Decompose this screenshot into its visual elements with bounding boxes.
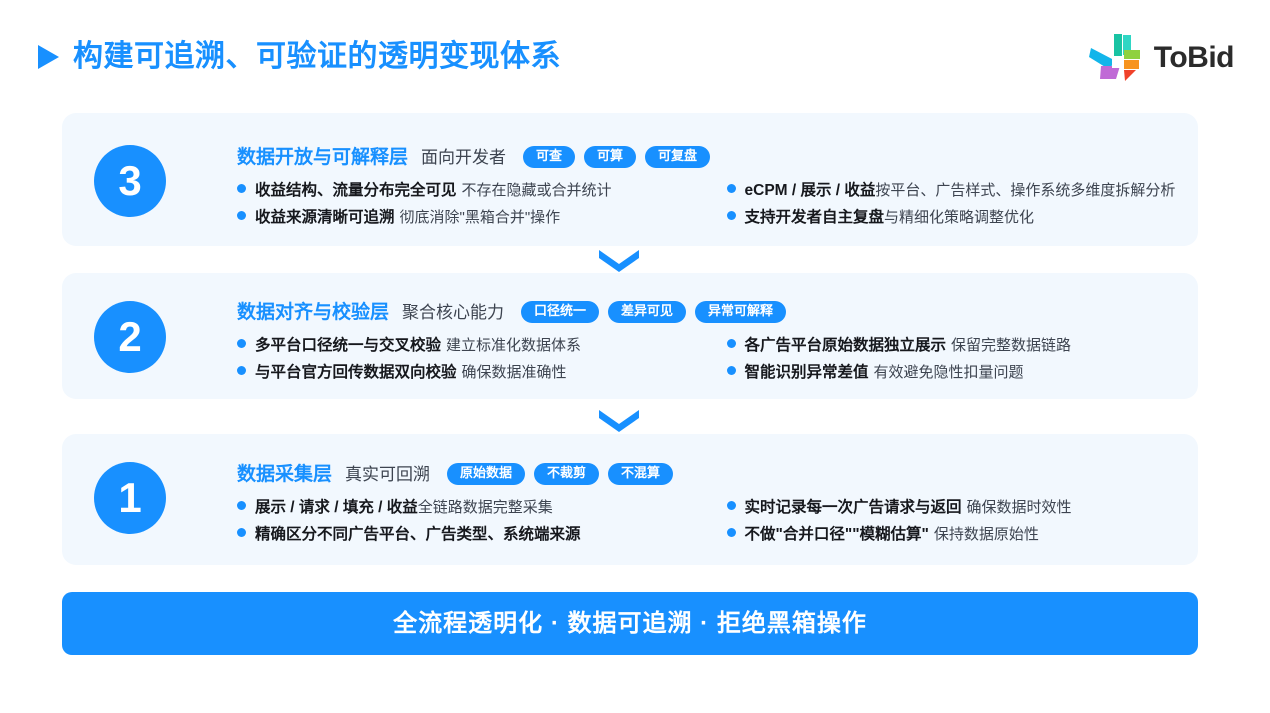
tobid-logo-mark-icon bbox=[1088, 34, 1140, 81]
bullet-columns: 展示 / 请求 / 填充 / 收益全链路数据完整采集 精确区分不同广告平台、广告… bbox=[237, 499, 1184, 544]
header: 构建可追溯、可验证的透明变现体系 ToBid bbox=[0, 0, 1270, 100]
tag-list: 可查 可算 可复盘 bbox=[523, 146, 711, 168]
bullet-dot-icon bbox=[237, 501, 246, 510]
bullet-strong: 各广告平台原始数据独立展示 bbox=[744, 337, 947, 354]
logo-text: ToBid bbox=[1153, 41, 1235, 74]
bullet-dot-icon bbox=[726, 184, 736, 193]
bullet-strong: 收益结构、流量分布完全可见 bbox=[255, 182, 457, 199]
bullet-item: 各广告平台原始数据独立展示保留完整数据链路 bbox=[726, 337, 1185, 356]
bullet-normal: 保留完整数据链路 bbox=[951, 337, 1072, 354]
tag-chip[interactable]: 可算 bbox=[584, 146, 637, 168]
bullet-item: 与平台官方回传数据双向校验确保数据准确性 bbox=[237, 364, 711, 383]
layer-number-badge: 1 bbox=[94, 462, 166, 534]
bullet-item: 不做"合并口径""模糊估算"保持数据原始性 bbox=[726, 525, 1185, 545]
bullet-dot-icon bbox=[237, 184, 246, 193]
chevron-down-icon bbox=[599, 410, 639, 432]
layer-header: 数据开放与可解释层 面向开发者 可查 可算 可复盘 bbox=[237, 145, 1184, 169]
layer-header: 数据对齐与校验层 聚合核心能力 口径统一 差异可见 异常可解释 bbox=[237, 300, 1184, 324]
bullet-item: eCPM / 展示 / 收益按平台、广告样式、操作系统多维度拆解分析 bbox=[726, 182, 1185, 201]
bullet-normal: 建立标准化数据体系 bbox=[446, 337, 582, 354]
bullet-item: 多平台口径统一与交叉校验建立标准化数据体系 bbox=[237, 337, 711, 356]
bullet-item: 收益来源清晰可追溯彻底消除"黑箱合并"操作 bbox=[237, 209, 711, 228]
tag-list: 口径统一 差异可见 异常可解释 bbox=[521, 301, 787, 323]
layer-title: 数据对齐与校验层 bbox=[237, 301, 390, 323]
bullet-normal: 确保数据时效性 bbox=[966, 499, 1072, 516]
layer-subtitle: 聚合核心能力 bbox=[402, 302, 505, 322]
bullet-column-left: 展示 / 请求 / 填充 / 收益全链路数据完整采集 精确区分不同广告平台、广告… bbox=[237, 499, 711, 544]
bullet-normal: 有效避免隐性扣量问题 bbox=[873, 363, 1024, 381]
tag-chip[interactable]: 可复盘 bbox=[645, 146, 711, 168]
tag-chip[interactable]: 不裁剪 bbox=[534, 463, 600, 485]
tag-chip[interactable]: 原始数据 bbox=[447, 463, 526, 485]
chevron-down-icon bbox=[599, 250, 639, 272]
bullet-strong: 支持开发者自主复盘 bbox=[744, 208, 885, 226]
bullet-item: 支持开发者自主复盘与精细化策略调整优化 bbox=[726, 208, 1185, 228]
tag-chip[interactable]: 不混算 bbox=[608, 463, 674, 485]
summary-banner: 全流程透明化 · 数据可追溯 · 拒绝黑箱操作 bbox=[62, 592, 1198, 655]
bullet-strong: 多平台口径统一与交叉校验 bbox=[255, 337, 442, 354]
bullet-strong: 实时记录每一次广告请求与返回 bbox=[744, 499, 962, 516]
bullet-normal: 不存在隐藏或合并统计 bbox=[461, 182, 612, 199]
layer-subtitle: 面向开发者 bbox=[421, 147, 507, 167]
page-title: 构建可追溯、可验证的透明变现体系 bbox=[73, 40, 561, 73]
bullet-column-right: 实时记录每一次广告请求与返回确保数据时效性 不做"合并口径""模糊估算"保持数据… bbox=[711, 499, 1185, 544]
layer-card-3: 3 数据开放与可解释层 面向开发者 可查 可算 可复盘 收益结构、流量分布完全可… bbox=[62, 113, 1198, 246]
layer-number-badge: 2 bbox=[94, 301, 166, 373]
bullet-columns: 收益结构、流量分布完全可见不存在隐藏或合并统计 收益来源清晰可追溯彻底消除"黑箱… bbox=[237, 182, 1184, 227]
tag-chip[interactable]: 差异可见 bbox=[608, 301, 687, 323]
page-title-group: 构建可追溯、可验证的透明变现体系 bbox=[38, 42, 561, 72]
layer-card-body: 数据开放与可解释层 面向开发者 可查 可算 可复盘 收益结构、流量分布完全可见不… bbox=[237, 145, 1184, 227]
bullet-dot-icon bbox=[726, 210, 736, 220]
layer-title: 数据开放与可解释层 bbox=[237, 146, 409, 168]
bullet-item: 精确区分不同广告平台、广告类型、系统端来源 bbox=[237, 526, 711, 545]
brand-logo: ToBid bbox=[1088, 30, 1235, 86]
layer-card-1: 1 数据采集层 真实可回溯 原始数据 不裁剪 不混算 展示 / 请求 / 填充 … bbox=[62, 434, 1198, 565]
layer-subtitle: 真实可回溯 bbox=[345, 464, 431, 484]
bullet-normal: 确保数据准确性 bbox=[461, 363, 567, 381]
bullet-strong: 展示 / 请求 / 填充 / 收益 bbox=[255, 499, 418, 516]
bullet-normal: 彻底消除"黑箱合并"操作 bbox=[399, 208, 561, 226]
bullet-strong: 与平台官方回传数据双向校验 bbox=[255, 363, 457, 381]
bullet-item: 展示 / 请求 / 填充 / 收益全链路数据完整采集 bbox=[237, 499, 711, 518]
tag-list: 原始数据 不裁剪 不混算 bbox=[447, 463, 674, 485]
tag-chip[interactable]: 异常可解释 bbox=[695, 301, 787, 323]
layer-title: 数据采集层 bbox=[237, 463, 333, 485]
tag-chip[interactable]: 口径统一 bbox=[521, 301, 600, 323]
bullet-dot-icon bbox=[237, 339, 246, 348]
bullet-strong: 不做"合并口径""模糊估算" bbox=[744, 525, 929, 543]
layer-card-2: 2 数据对齐与校验层 聚合核心能力 口径统一 差异可见 异常可解释 多平台口径统… bbox=[62, 273, 1198, 399]
bullet-dot-icon bbox=[237, 210, 246, 220]
bullet-column-left: 收益结构、流量分布完全可见不存在隐藏或合并统计 收益来源清晰可追溯彻底消除"黑箱… bbox=[237, 182, 711, 227]
bullet-dot-icon bbox=[237, 527, 246, 537]
layer-card-body: 数据采集层 真实可回溯 原始数据 不裁剪 不混算 展示 / 请求 / 填充 / … bbox=[237, 462, 1184, 544]
bullet-normal: 按平台、广告样式、操作系统多维度拆解分析 bbox=[875, 182, 1176, 199]
bullet-item: 实时记录每一次广告请求与返回确保数据时效性 bbox=[726, 499, 1185, 518]
bullet-column-right: 各广告平台原始数据独立展示保留完整数据链路 智能识别异常差值有效避免隐性扣量问题 bbox=[711, 337, 1185, 382]
bullet-column-right: eCPM / 展示 / 收益按平台、广告样式、操作系统多维度拆解分析 支持开发者… bbox=[711, 182, 1185, 227]
tag-chip[interactable]: 可查 bbox=[523, 146, 576, 168]
bullet-dot-icon bbox=[726, 527, 736, 537]
bullet-columns: 多平台口径统一与交叉校验建立标准化数据体系 与平台官方回传数据双向校验确保数据准… bbox=[237, 337, 1184, 382]
bullet-normal: 保持数据原始性 bbox=[933, 525, 1039, 543]
bullet-dot-icon bbox=[726, 339, 736, 348]
bullet-item: 收益结构、流量分布完全可见不存在隐藏或合并统计 bbox=[237, 182, 711, 201]
bullet-strong: 收益来源清晰可追溯 bbox=[255, 208, 395, 226]
bullet-strong: 智能识别异常差值 bbox=[744, 363, 869, 381]
bullet-normal: 与精细化策略调整优化 bbox=[884, 208, 1035, 226]
layer-header: 数据采集层 真实可回溯 原始数据 不裁剪 不混算 bbox=[237, 462, 1184, 486]
bullet-dot-icon bbox=[726, 501, 736, 510]
play-triangle-icon bbox=[38, 45, 59, 69]
bullet-strong: eCPM / 展示 / 收益 bbox=[744, 182, 876, 199]
layer-card-body: 数据对齐与校验层 聚合核心能力 口径统一 差异可见 异常可解释 多平台口径统一与… bbox=[237, 300, 1184, 382]
bullet-item: 智能识别异常差值有效避免隐性扣量问题 bbox=[726, 363, 1185, 383]
bullet-normal: 全链路数据完整采集 bbox=[417, 499, 553, 516]
bullet-dot-icon bbox=[726, 365, 736, 375]
bullet-dot-icon bbox=[237, 365, 246, 375]
summary-banner-text: 全流程透明化 · 数据可追溯 · 拒绝黑箱操作 bbox=[393, 609, 867, 637]
bullet-strong: 精确区分不同广告平台、广告类型、系统端来源 bbox=[255, 525, 581, 543]
layer-number-badge: 3 bbox=[94, 145, 166, 217]
bullet-column-left: 多平台口径统一与交叉校验建立标准化数据体系 与平台官方回传数据双向校验确保数据准… bbox=[237, 337, 711, 382]
